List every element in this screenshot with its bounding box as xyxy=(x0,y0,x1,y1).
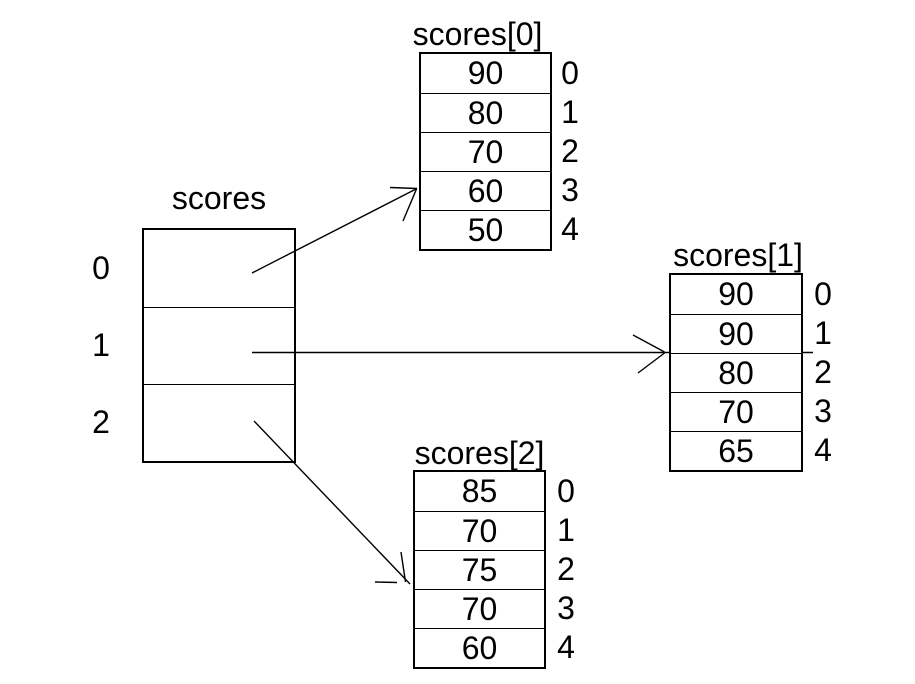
main-array-cell-0 xyxy=(144,230,294,307)
sub-array-1-value-3: 70 xyxy=(671,392,801,431)
sub-array-1-table: 90 90 80 70 65 xyxy=(669,273,803,472)
main-array-index-1: 1 xyxy=(92,327,110,363)
arrow-scores-2-barb-left xyxy=(374,581,398,584)
sub-array-0-value-1: 80 xyxy=(421,93,550,132)
arrow-scores-0-barb-bottom xyxy=(402,188,418,222)
arrow-scores-0-barb-top xyxy=(389,186,418,190)
sub-array-1-value-4: 65 xyxy=(671,431,801,470)
sub-array-1-index-0: 0 xyxy=(814,276,832,312)
arrow-scores-2 xyxy=(253,420,411,585)
main-array-box xyxy=(142,228,296,463)
sub-array-0-index-0: 0 xyxy=(561,55,579,91)
main-array-cell-1 xyxy=(144,307,294,384)
main-array-title: scores xyxy=(171,180,267,216)
sub-array-0-title: scores[0] xyxy=(412,16,543,52)
arrow-scores-0 xyxy=(251,186,418,274)
sub-array-2-value-2: 75 xyxy=(415,550,544,589)
sub-array-1-index-3: 3 xyxy=(814,393,832,429)
sub-array-1-title: scores[1] xyxy=(673,237,803,273)
sub-array-0-value-3: 60 xyxy=(421,171,550,210)
sub-array-0-value-4: 50 xyxy=(421,210,550,249)
sub-array-0-index-3: 3 xyxy=(561,172,579,208)
sub-array-2-index-2: 2 xyxy=(557,551,575,587)
sub-array-0-index-2: 2 xyxy=(561,133,579,169)
arrow-scores-2-shaft xyxy=(253,420,411,585)
arrow-scores-0-shaft xyxy=(251,187,418,274)
sub-array-1-value-1: 90 xyxy=(671,314,801,353)
sub-array-1-indices: 0 1 2 3 4 xyxy=(806,275,840,470)
sub-array-1-index-2: 2 xyxy=(814,354,832,390)
arrow-scores-1-barb-bottom xyxy=(637,352,665,374)
sub-array-1-value-0: 90 xyxy=(718,276,754,312)
sub-array-2-index-0: 0 xyxy=(557,473,575,509)
sub-array-1-value-2: 80 xyxy=(671,353,801,392)
sub-array-2-title: scores[2] xyxy=(414,435,545,471)
sub-array-2-index-3: 3 xyxy=(557,590,575,626)
sub-array-0-value-2: 70 xyxy=(421,132,550,171)
sub-array-0-indices: 0 1 2 3 4 xyxy=(553,54,587,249)
sub-array-2-indices: 0 1 2 3 4 xyxy=(549,472,583,667)
main-array-index-2: 2 xyxy=(92,404,110,440)
arrow-scores-2-barb-top xyxy=(400,551,407,583)
sub-array-2-value-1: 70 xyxy=(415,511,544,550)
sub-array-2-table: 85 70 75 70 60 xyxy=(413,470,546,669)
sub-array-2-index-1: 1 xyxy=(557,512,575,548)
sub-array-1-index-1: 1 xyxy=(814,315,832,351)
arrow-scores-1-barb-top xyxy=(632,334,665,353)
sub-array-0-index-1: 1 xyxy=(561,94,579,130)
sub-array-1-index-4: 4 xyxy=(814,432,832,468)
sub-array-2-value-4: 60 xyxy=(415,628,544,667)
sub-array-0-table: 90 80 70 60 50 xyxy=(419,52,552,251)
sub-array-0-value-0: 90 xyxy=(467,55,504,91)
sub-array-2-index-4: 4 xyxy=(557,629,575,665)
sub-array-2-value-0: 85 xyxy=(461,473,498,509)
main-array-index-0: 0 xyxy=(92,250,110,286)
main-array-cell-2 xyxy=(144,384,294,461)
sub-array-0-index-4: 4 xyxy=(561,211,579,247)
sub-array-2-value-3: 70 xyxy=(415,589,544,628)
